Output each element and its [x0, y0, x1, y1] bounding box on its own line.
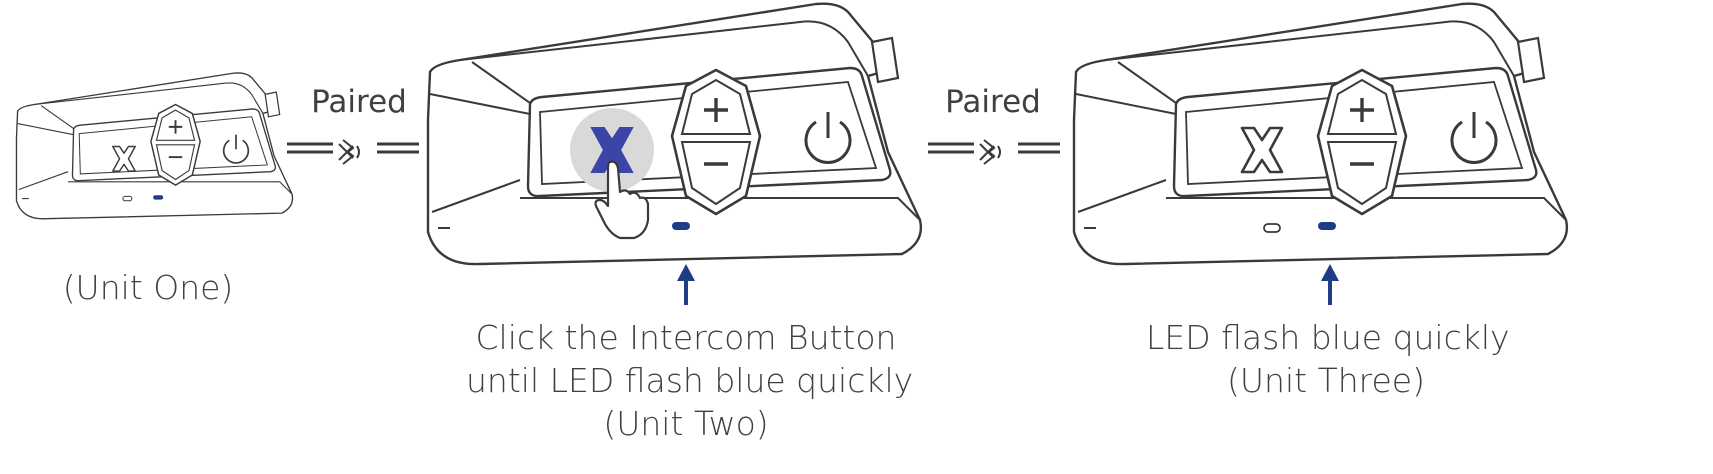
intercom-x-icon[interactable] — [590, 127, 634, 173]
unit-three-caption: LED flash blue quickly (Unit Three) — [1146, 316, 1510, 402]
volume-rocker — [149, 103, 202, 187]
caption-line: (Unit Two) — [603, 404, 769, 443]
unit-one-device — [15, 72, 294, 220]
caption-line: (Unit Three) — [1227, 361, 1425, 400]
bluetooth-link-2 — [926, 138, 1062, 166]
arrow-up-icon — [1321, 264, 1339, 305]
unit-two-device — [426, 2, 923, 266]
unit-three-device — [1072, 2, 1569, 266]
bluetooth-link-1 — [285, 138, 421, 166]
caption-line: LED flash blue quickly — [1146, 318, 1510, 357]
caption-line: until LED flash blue quickly — [466, 361, 914, 400]
unit-one-caption: (Unit One) — [62, 268, 234, 307]
arrow-up-icon — [677, 264, 695, 305]
volume-rocker — [670, 68, 762, 216]
unit-two-caption: Click the Intercom Button until LED flas… — [466, 316, 914, 445]
paired-label-2: Paired — [945, 84, 1041, 120]
caption-line: Click the Intercom Button — [475, 318, 897, 357]
paired-label-1: Paired — [311, 84, 407, 120]
hand-pointer-icon — [594, 160, 650, 240]
volume-rocker — [1316, 68, 1408, 216]
